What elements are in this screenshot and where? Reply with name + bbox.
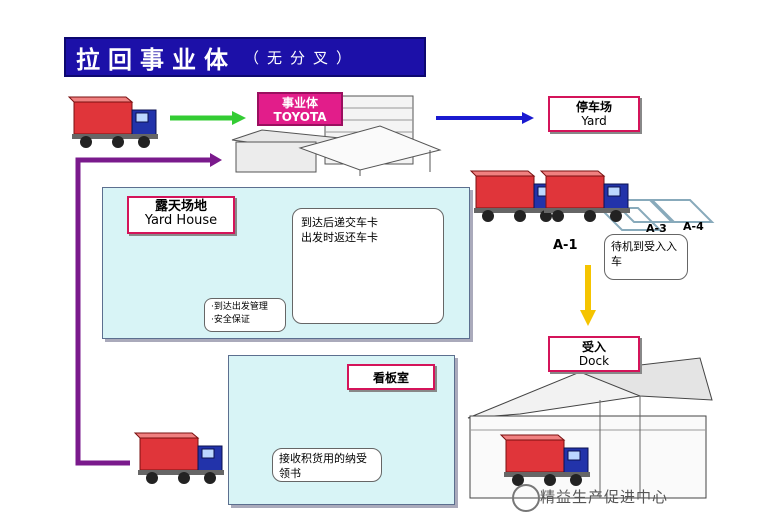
title-subtitle: （无分叉） [244, 48, 360, 67]
dock-label-line1: 受入 [581, 340, 606, 354]
yard-house-label-line1: 露天场地 [154, 199, 207, 214]
return-arrowhead-purple [210, 153, 222, 167]
toyota-label: 事业体 TOYOTA [257, 92, 343, 126]
watermark-text: 精益生产促进中心 [540, 488, 669, 506]
bay-label-a4: A-4 [683, 220, 704, 233]
title-main: 拉回事业体 [76, 44, 236, 74]
arrowhead-green [232, 111, 246, 125]
yard-house-label-line2: Yard House [144, 213, 218, 228]
yard-label: 停车场 Yard [548, 96, 640, 132]
bay-label-a1: A-1 [553, 238, 578, 253]
yard-label-line1: 停车场 [575, 100, 612, 114]
truck-arriving [68, 96, 159, 149]
truck-yard-2 [540, 170, 631, 223]
receive-callout: 接收积货用的纳受领书 [272, 448, 382, 482]
truck-returning [134, 432, 225, 485]
card-callout-line2: 出发时返还车卡 [301, 231, 378, 244]
wait-callout-text: 待机到受入入车 [611, 240, 677, 268]
arrowhead-yellow [580, 310, 596, 326]
receive-callout-text: 接收积货用的纳受领书 [279, 452, 367, 480]
management-callout-line1: ·到达出发管理 [211, 302, 268, 312]
bay-label-a3: A-3 [646, 222, 667, 235]
kanban-room-label-text: 看板室 [372, 371, 409, 385]
wechat-icon [512, 484, 540, 512]
toyota-label-line2: TOYOTA [273, 110, 327, 124]
return-arrow-purple [75, 157, 210, 466]
kanban-room-label: 看板室 [347, 364, 435, 390]
card-exchange-callout: 到达后递交车卡 出发时返还车卡 [292, 208, 444, 324]
arrowhead-blue [522, 112, 534, 124]
yard-house-label: 露天场地 Yard House [127, 196, 235, 234]
management-callout: ·到达出发管理 ·安全保证 [204, 298, 286, 332]
title-banner: 拉回事业体 （无分叉） [64, 37, 426, 77]
dock-label-line2: Dock [578, 354, 610, 368]
dock-label: 受入 Dock [548, 336, 640, 372]
wait-callout: 待机到受入入车 [604, 234, 688, 280]
yard-label-line2: Yard [581, 114, 607, 128]
card-callout-line1: 到达后递交车卡 [301, 216, 378, 229]
toyota-label-line1: 事业体 [281, 96, 318, 110]
management-callout-line2: ·安全保证 [211, 315, 250, 325]
